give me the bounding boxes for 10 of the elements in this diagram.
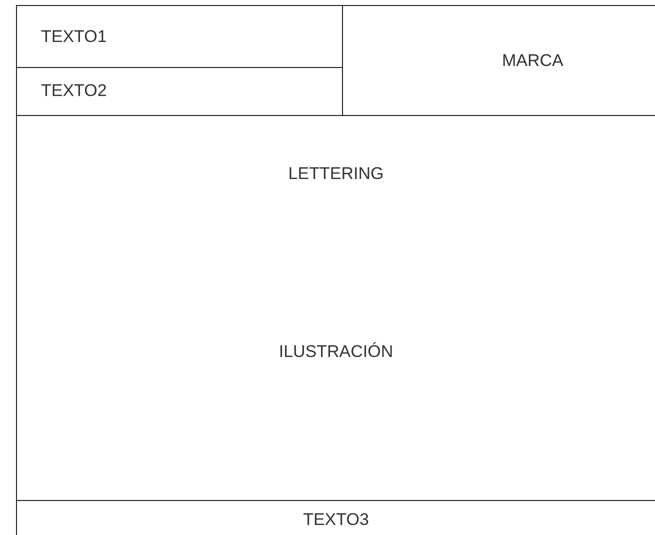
placeholder-label: TEXTO2 xyxy=(41,80,107,102)
placeholder-label: LETTERING xyxy=(287,163,385,185)
placeholder-label: TEXTO3 xyxy=(303,509,369,532)
layout-box xyxy=(16,67,343,116)
placeholder-label: MARCA xyxy=(502,50,564,72)
layout-box xyxy=(16,5,343,68)
placeholder-label: ILUSTRACIÓN xyxy=(278,341,394,363)
placeholder-label: TEXTO1 xyxy=(41,26,107,48)
layout-box xyxy=(342,5,655,116)
layout-box xyxy=(16,500,655,535)
